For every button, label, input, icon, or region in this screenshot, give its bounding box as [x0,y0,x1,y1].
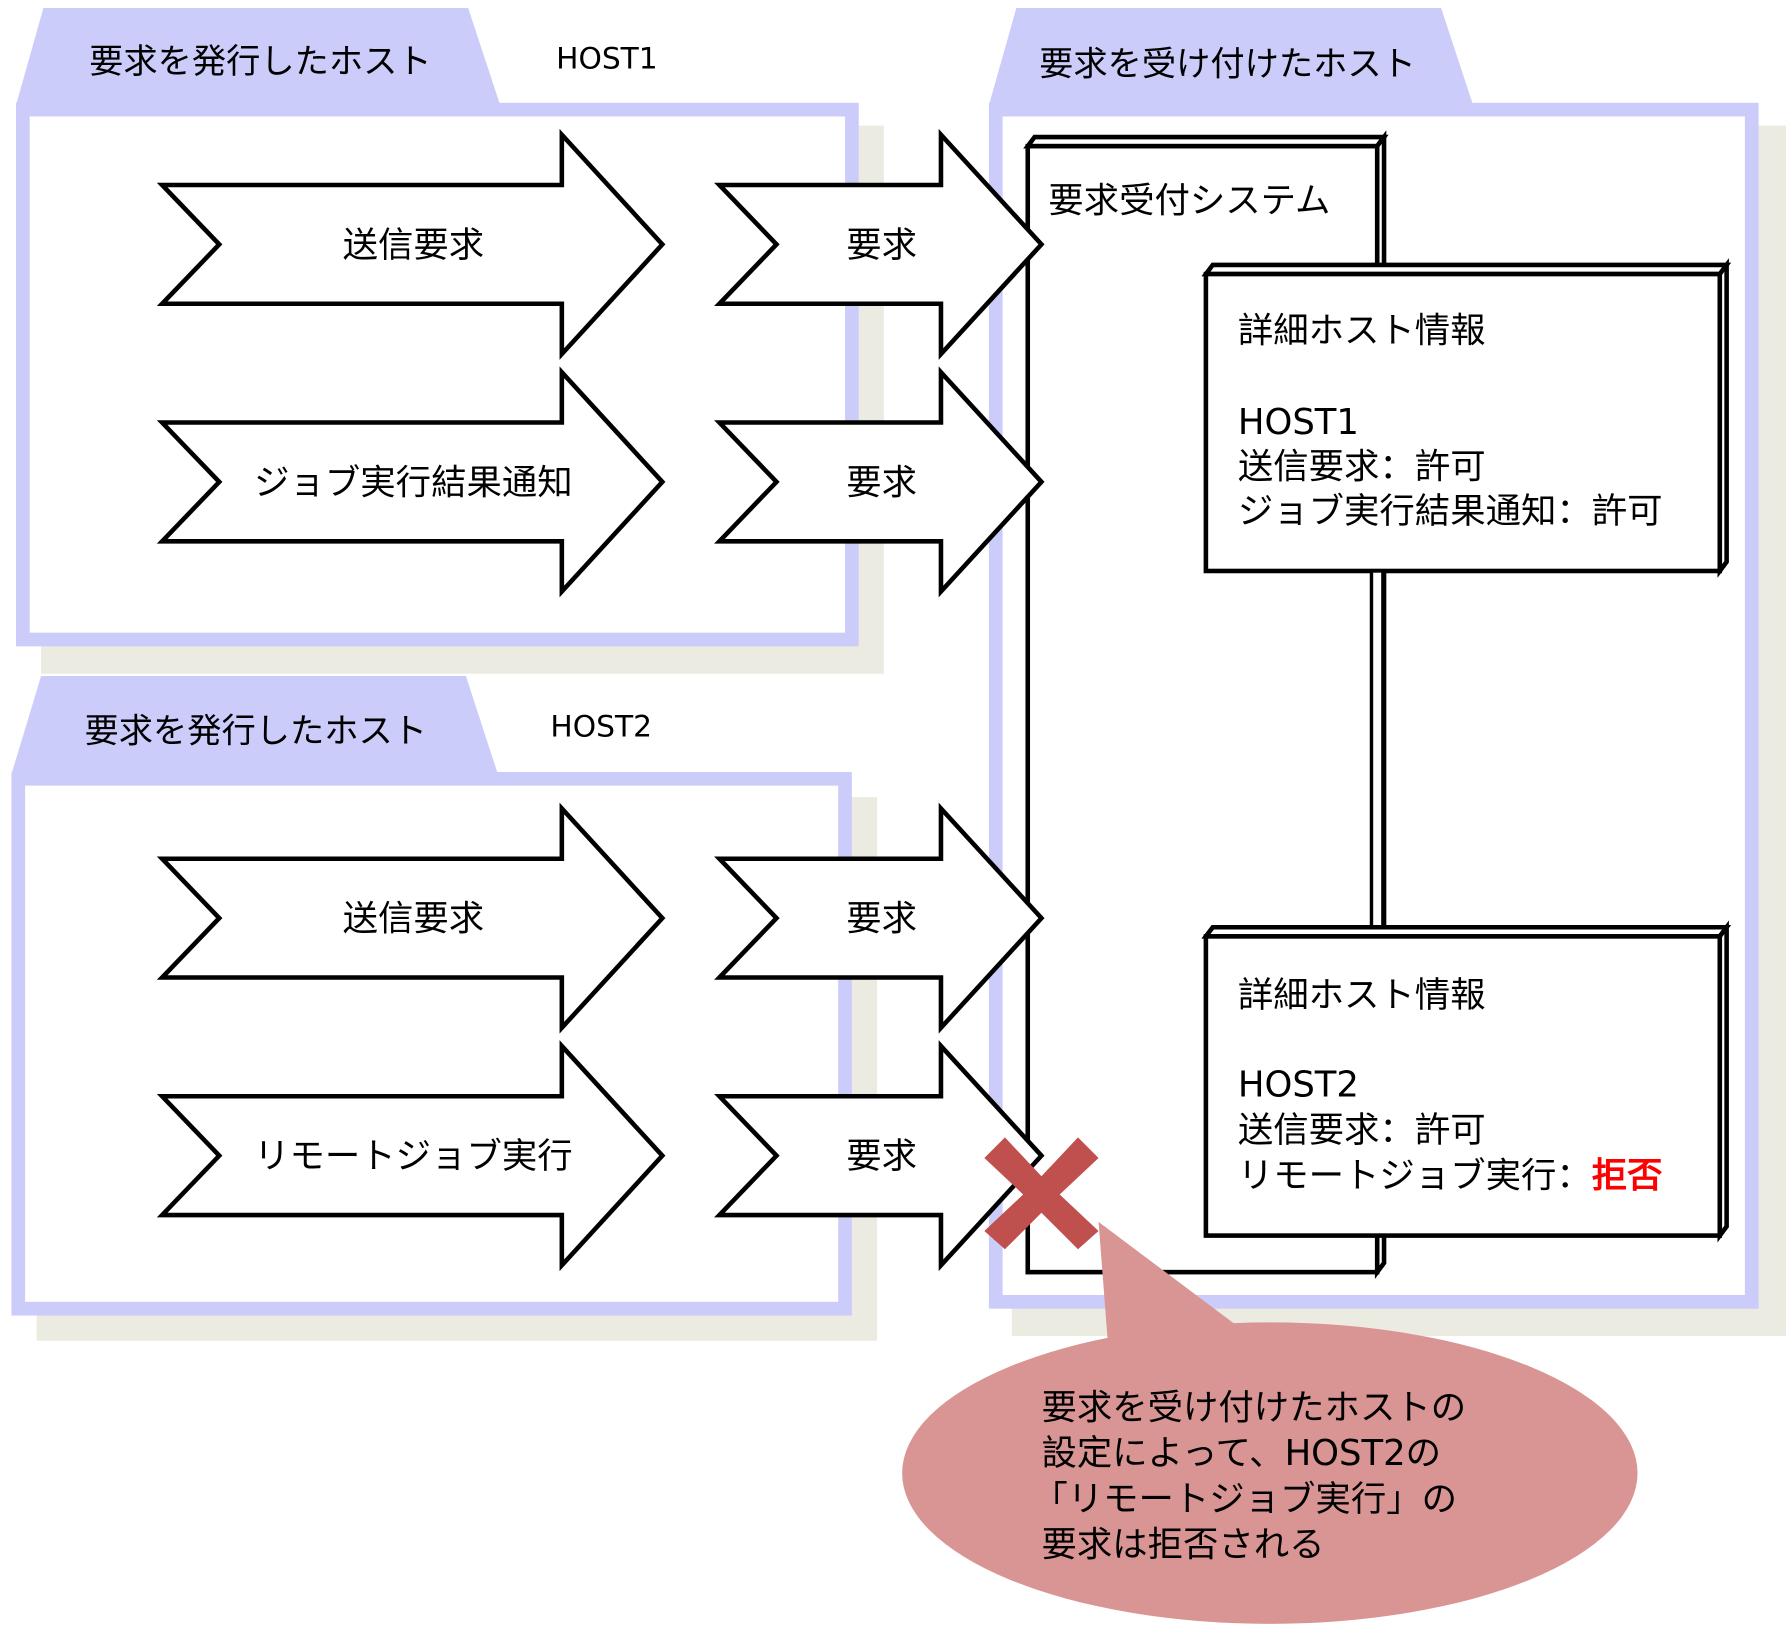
source-host-panel-1: 要求を発行したホスト HOST1 [15,8,884,674]
arrow-label: 要求 [846,899,917,940]
detail-host: HOST1 [1238,402,1359,443]
request-arrow: 要求 [714,366,1045,598]
rule-result-allowed: 許可 [1415,1110,1486,1151]
rule-result-allowed: 許可 [1415,446,1486,487]
box-face [1203,934,1723,1238]
reject-x-icon [984,1137,1099,1250]
rule-line: 送信要求：許可 [1238,1110,1486,1151]
rule-separator: ： [1379,446,1414,487]
callout-ellipse [902,1322,1638,1624]
arrow-label: 送信要求 [343,899,485,940]
request-type-arrow: 送信要求 [156,128,666,360]
rule-line: 送信要求：許可 [1238,446,1486,487]
request-arrow: 要求 [714,802,1045,1034]
callout-line: 要求を受け付けたホストの [1041,1387,1466,1428]
rule-request: リモートジョブ実行 [1238,1156,1557,1197]
request-arrow-rejected: 要求 [714,1040,1045,1272]
arrow-label: 要求 [846,462,917,503]
rule-separator: ： [1379,1110,1414,1151]
rule-separator: ： [1556,491,1591,532]
request-arrow: 要求 [714,128,1045,360]
arrow-label: ジョブ実行結果通知 [254,462,573,503]
request-type-arrow: リモートジョブ実行 [156,1040,666,1272]
detail-title: 詳細ホスト情報 [1238,311,1486,352]
arrow-label: 要求 [846,225,917,266]
detail-host: HOST2 [1238,1064,1359,1105]
arrow-label: 送信要求 [343,225,485,266]
panel-tab [988,8,1474,106]
arrow-label: リモートジョブ実行 [254,1136,573,1177]
box-face [1203,271,1723,574]
rule-request: ジョブ実行結果通知 [1238,491,1557,532]
callout-line: 「リモートジョブ実行」の [1032,1479,1457,1520]
request-type-arrow: 送信要求 [156,802,666,1034]
callout-line: 設定によって、HOST2の [1041,1433,1441,1474]
host-name-label: HOST2 [550,710,652,745]
rule-result-denied: 拒否 [1592,1156,1663,1197]
panel-tab-label: 要求を発行したホスト [89,42,432,82]
system-label: 要求受付システム [1048,180,1330,221]
arrow-label: 要求 [846,1136,917,1177]
rule-request: 送信要求 [1238,446,1380,487]
rule-line: ジョブ実行結果通知：許可 [1238,491,1663,532]
source-host-panel-2: 要求を発行したホスト HOST2 [11,676,878,1341]
rule-result-allowed: 許可 [1592,491,1663,532]
rule-separator: ： [1556,1156,1591,1197]
panel-tab-label: 要求を受け付けたホスト [1039,44,1416,84]
panel-tab [11,676,498,775]
callout-line: 要求は拒否される [1041,1524,1324,1565]
panel-tab [15,8,501,106]
detail-host-info-box-2: 詳細ホスト情報 HOST2 送信要求：許可 リモートジョブ実行：拒否 [1201,920,1732,1243]
panel-tab-label: 要求を発行したホスト [85,711,428,751]
rule-line: リモートジョブ実行：拒否 [1238,1156,1663,1197]
request-type-arrow: ジョブ実行結果通知 [156,366,666,598]
rule-request: 送信要求 [1238,1110,1380,1151]
callout-bubble: 要求を受け付けたホストの 設定によって、HOST2の 「リモートジョブ実行」の … [902,1221,1638,1624]
detail-title: 詳細ホスト情報 [1238,975,1486,1016]
detail-host-info-box-1: 詳細ホスト情報 HOST1 送信要求：許可 ジョブ実行結果通知：許可 [1201,258,1732,578]
host-name-label: HOST1 [556,42,658,77]
detail-connector [1369,569,1385,936]
